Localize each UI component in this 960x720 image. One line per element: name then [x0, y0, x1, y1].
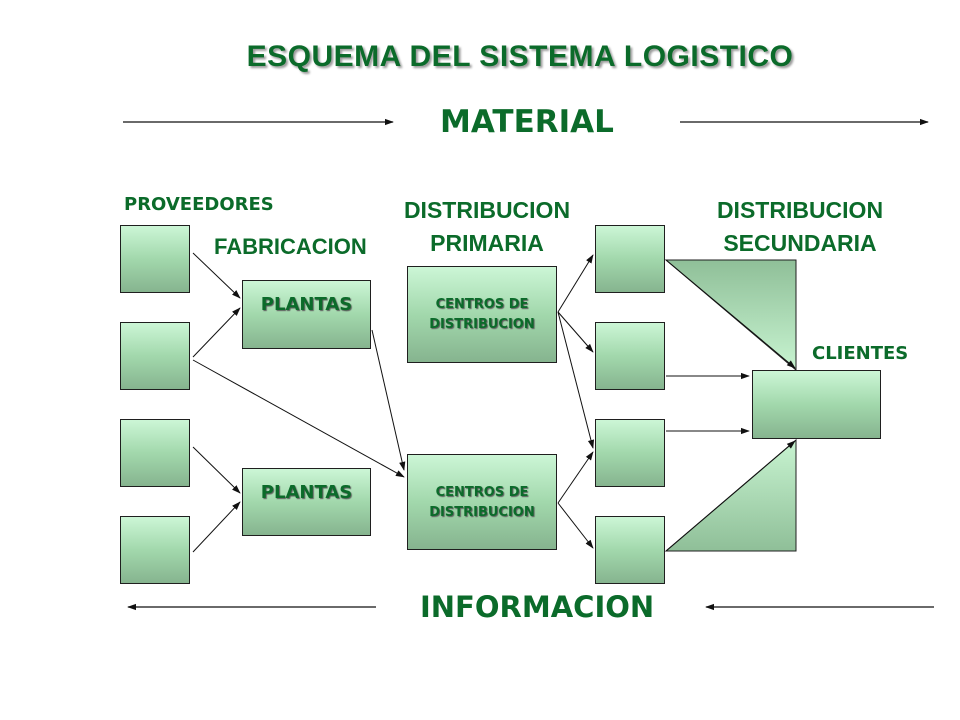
- secondary-box-3: [595, 419, 665, 487]
- plant-box-1: PLANTAS: [242, 280, 371, 349]
- plant-box-1-label: PLANTAS: [260, 294, 353, 315]
- primary-distribution-line-1: DISTRIBUCION: [403, 197, 571, 223]
- customers-label: CLIENTES: [812, 343, 909, 364]
- supplier-box-4: [120, 516, 190, 584]
- distribution-center-1-line-2: DISTRIBUCION: [429, 317, 535, 332]
- secondary-distribution-line-1: DISTRIBUCION: [716, 197, 884, 223]
- distribution-center-box-2: CENTROS DE DISTRIBUCION: [407, 454, 557, 550]
- distribution-center-box-2-label: CENTROS DE DISTRIBUCION: [408, 483, 556, 523]
- manufacturing-label: FABRICACION: [214, 234, 367, 259]
- flow-connectors: [192, 252, 796, 553]
- plant-box-2: PLANTAS: [242, 468, 371, 536]
- plant-box-2-label: PLANTAS: [260, 482, 353, 503]
- supplier-box-1: [120, 225, 190, 293]
- supplier-box-3: [120, 419, 190, 487]
- diagram-title: ESQUEMA DEL SISTEMA LOGISTICO: [246, 40, 794, 73]
- distribution-center-2-line-2: DISTRIBUCION: [429, 505, 535, 520]
- information-flow-label: INFORMACION: [420, 590, 655, 624]
- material-flow-label: MATERIAL: [440, 104, 614, 140]
- secondary-distribution-label: DISTRIBUCION SECUNDARIA: [700, 194, 900, 260]
- distribution-center-box-1: CENTROS DE DISTRIBUCION: [407, 266, 557, 363]
- secondary-distribution-line-2: SECUNDARIA: [723, 230, 877, 256]
- customer-box: [752, 370, 881, 439]
- secondary-box-2: [595, 322, 665, 390]
- secondary-box-4: [595, 516, 665, 584]
- distribution-center-2-line-1: CENTROS DE: [435, 485, 529, 500]
- suppliers-label: PROVEEDORES: [124, 194, 274, 215]
- distribution-center-box-1-label: CENTROS DE DISTRIBUCION: [408, 295, 556, 335]
- primary-distribution-line-2: PRIMARIA: [430, 230, 544, 256]
- supplier-box-2: [120, 322, 190, 390]
- distribution-center-1-line-1: CENTROS DE: [435, 297, 529, 312]
- primary-distribution-label: DISTRIBUCION PRIMARIA: [392, 194, 582, 260]
- secondary-box-1: [595, 225, 665, 293]
